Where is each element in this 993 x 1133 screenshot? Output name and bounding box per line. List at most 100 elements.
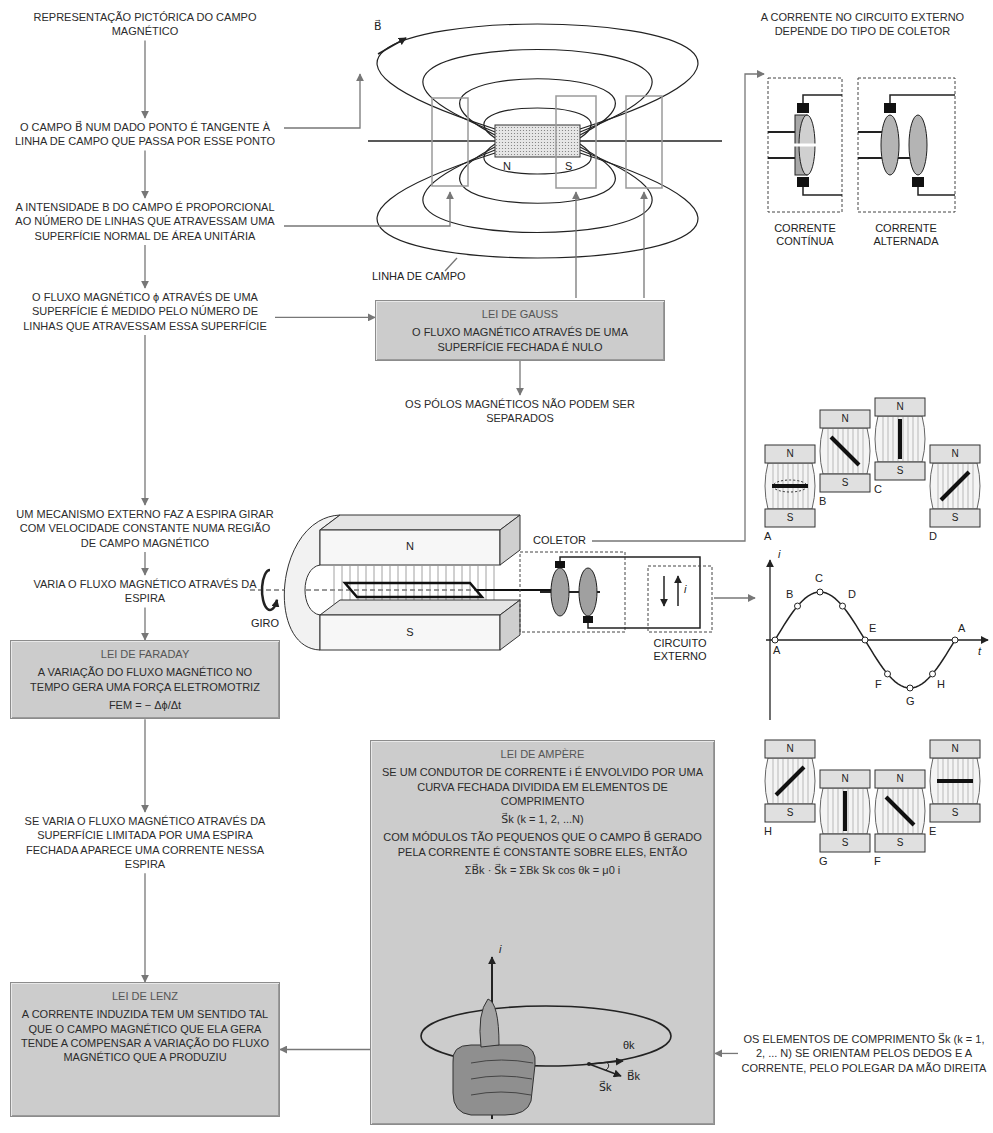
statement-block: OS ELEMENTOS DE COMPRIMENTO S⃗k (k = 1, … <box>738 1030 990 1077</box>
collector-ac <box>884 103 896 113</box>
horseshoe-magnet <box>476 589 552 591</box>
label: F <box>875 678 882 691</box>
sine-curve <box>840 603 846 609</box>
node-text: A CORRENTE NO CIRCUITO EXTERNO DEPENDE D… <box>760 10 965 39</box>
rotor-position-panel <box>930 463 980 509</box>
label: G <box>906 695 915 708</box>
label: C <box>815 572 823 585</box>
bar-magnet-figure <box>626 96 662 188</box>
rotor-position-panel <box>893 417 894 461</box>
node-text: O FLUXO MAGNÉTICO ϕ ATRAVÉS DE UMA SUPER… <box>15 290 275 333</box>
collector-dc <box>768 132 795 158</box>
field-line <box>430 566 431 604</box>
sine-curve <box>772 589 958 691</box>
node-text: VARIA O FLUXO MAGNÉTICO ATRAVÉS DA ESPIR… <box>15 577 275 606</box>
label: B⃗k <box>627 1070 640 1083</box>
law-box: LEI DE LENZA CORRENTE INDUZIDA TEM UM SE… <box>10 982 280 1117</box>
bar-magnet-figure <box>432 98 468 186</box>
rotor-position-panel <box>937 779 973 783</box>
rotor-position-panel <box>863 789 864 833</box>
rotor-position-panel <box>838 789 839 833</box>
rotor-position-panel <box>773 480 807 492</box>
rotating-collector <box>560 557 700 628</box>
rotating-collector <box>555 561 565 568</box>
right-hand-rule-figure <box>371 941 714 1121</box>
rotor-position-panel <box>875 834 925 852</box>
leader-arrow <box>643 192 644 298</box>
law-title: LEI DE LENZ <box>19 989 271 1003</box>
rotating-collector <box>583 616 593 623</box>
bar-magnet-figure <box>368 24 722 258</box>
label: S <box>835 837 855 849</box>
label: N <box>780 448 800 460</box>
rotor-position-panel <box>886 797 914 825</box>
rotor-position-panel <box>930 509 980 527</box>
flow-arrow <box>144 151 145 198</box>
sine-curve <box>930 671 936 677</box>
label: S <box>945 807 965 819</box>
label: N <box>945 743 965 755</box>
horseshoe-magnet <box>250 515 552 650</box>
rotor-position-panel <box>875 416 925 462</box>
node-text: FEM = − Δϕ/Δt <box>19 698 271 712</box>
rotor-position-panel <box>875 770 925 852</box>
rotor-position-panel <box>820 770 870 852</box>
current-graph <box>766 560 988 720</box>
label: LINHA DE CAMPO <box>372 270 466 283</box>
rotor-position-panel <box>773 759 774 803</box>
label: S <box>890 837 910 849</box>
rotor-position-panel <box>888 417 889 461</box>
field-line <box>358 566 359 604</box>
label: A <box>958 622 965 635</box>
node-text: O FLUXO MAGNÉTICO ATRAVÉS DE UMA SUPERFÍ… <box>384 325 656 354</box>
rotor-position-panel <box>898 419 902 459</box>
rotor-position-panel <box>941 472 969 500</box>
label: A <box>764 530 771 543</box>
right-hand-rule-figure <box>453 1045 535 1115</box>
field-line <box>423 150 652 233</box>
rotor-position-panel <box>908 789 909 833</box>
rotor-position-panel <box>798 759 799 803</box>
law-title: LEI DE GAUSS <box>384 307 656 321</box>
node-text: A INTENSIDADE B DO CAMPO É PROPORCIONAL … <box>15 200 275 243</box>
statement-block: O CAMPO B⃗ NUM DADO PONTO É TANGENTE À L… <box>15 118 275 151</box>
label: i <box>778 548 780 561</box>
flow-arrow <box>144 245 145 288</box>
label: D <box>848 588 856 601</box>
rotor-position-panel <box>883 417 884 461</box>
label: F <box>874 855 881 868</box>
horseshoe-magnet <box>262 570 277 610</box>
right-hand-rule-figure <box>480 999 499 1047</box>
label: S <box>565 160 572 173</box>
label: B⃗ <box>374 20 382 33</box>
rotor-position-panel <box>820 428 870 474</box>
rotor-position-panel <box>803 759 804 803</box>
rotor-position-panel <box>853 429 854 473</box>
node-text: S⃗k (k = 1, 2, ...N) <box>379 812 706 826</box>
field-line <box>462 566 463 604</box>
leader-arrow <box>714 597 755 598</box>
rotor-position-panel <box>765 445 815 463</box>
rotating-collector <box>520 552 625 632</box>
rotor-position-panel <box>778 759 779 803</box>
rotor-position-panel <box>963 464 964 508</box>
right-hand-rule-figure <box>471 1060 533 1095</box>
rotor-position-panel <box>875 398 925 480</box>
flow-arrow <box>715 1053 738 1054</box>
bar-magnet-figure <box>495 125 580 157</box>
flow-arrow <box>144 552 145 575</box>
rotor-position-panel <box>848 789 849 833</box>
external-circuit <box>648 566 712 632</box>
label: N <box>945 448 965 460</box>
rotor-position-panel <box>765 509 815 527</box>
label: D <box>929 530 937 543</box>
flow-arrow <box>275 317 375 318</box>
bar-magnet-figure <box>378 38 406 54</box>
rotor-position-panel <box>875 462 925 480</box>
rotor-position-panel <box>943 464 944 508</box>
label: GIRO <box>251 617 279 630</box>
label: N <box>835 773 855 785</box>
statement-block: SE VARIA O FLUXO MAGNÉTICO ATRAVÉS DA SU… <box>15 812 275 873</box>
law-title: LEI DE AMPÈRE <box>379 747 706 761</box>
node-text: UM MECANISMO EXTERNO FAZ A ESPIRA GIRAR … <box>15 507 275 550</box>
